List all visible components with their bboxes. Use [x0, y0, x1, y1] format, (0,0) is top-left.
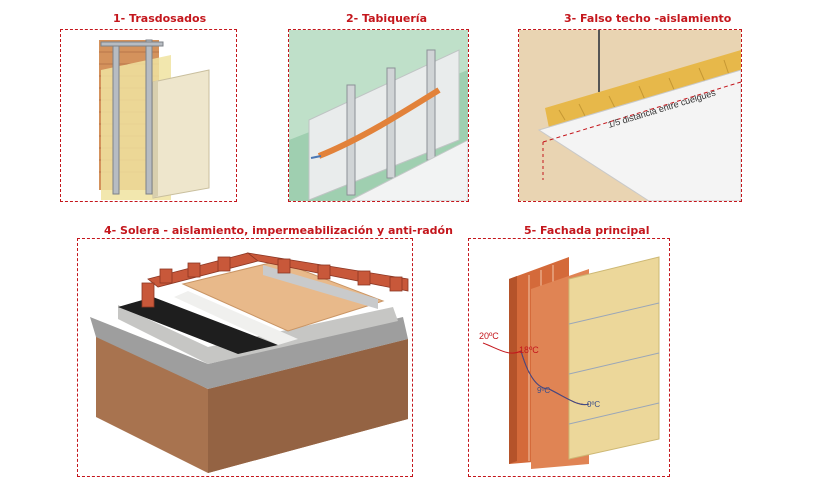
false-ceiling-illustration: 1/5 distancia entre cuelgues	[519, 30, 741, 201]
panel-4-title: 4- Solera - aislamiento, impermeabilizac…	[104, 224, 453, 237]
panel-4-frame	[77, 238, 413, 477]
panel-5-title: 5- Fachada principal	[524, 224, 650, 237]
temp-label-20: 20ºC	[479, 331, 499, 341]
dimension-line	[542, 81, 741, 180]
panel-1-title: 1- Trasdosados	[113, 12, 207, 25]
panel-3-frame: 1/5 distancia entre cuelgues	[518, 29, 742, 202]
facade-insulation	[568, 256, 660, 460]
panel-1-frame	[60, 29, 237, 202]
panel-2-title: 2- Tabiquería	[346, 12, 427, 25]
panel-5-frame: 20ºC 18ºC 9ºC 0ºC	[468, 238, 670, 477]
front-board	[348, 139, 468, 201]
facade-illustration: 20ºC 18ºC 9ºC 0ºC	[479, 256, 660, 469]
ceiling-insulation	[545, 50, 741, 128]
temp-label-9: 9ºC	[537, 386, 550, 395]
drywall-lining-illustration	[99, 39, 210, 200]
metal-studs	[100, 39, 164, 195]
panel-2-frame	[288, 29, 469, 202]
temp-label-18: 18ºC	[519, 345, 539, 355]
ground-slab-illustration	[90, 252, 409, 473]
electrical-conduit	[317, 87, 441, 159]
gypsum-board	[152, 69, 210, 199]
panel-3-title: 3- Falso techo -aislamiento	[564, 12, 732, 25]
insulation-boards	[181, 260, 385, 332]
temp-label-0: 0ºC	[587, 400, 600, 409]
concrete-slab	[118, 305, 398, 364]
ceiling-board	[537, 69, 741, 201]
waterproof-membrane	[118, 297, 278, 354]
partition-wall-illustration	[289, 30, 468, 201]
perimeter-brick-wall	[141, 252, 409, 308]
